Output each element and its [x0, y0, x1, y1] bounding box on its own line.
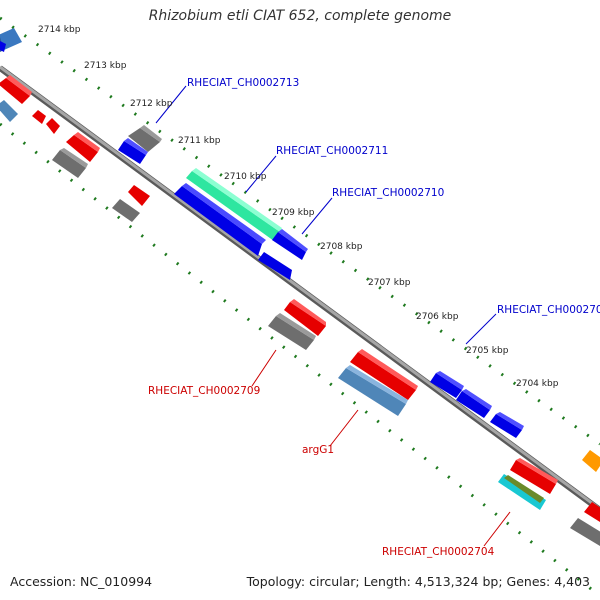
gene-feature-grey[interactable]	[112, 199, 140, 222]
accession-text: Accession: NC_010994	[10, 574, 153, 589]
kbp-tick-label: 2707 kbp	[368, 278, 411, 288]
tick-track-outer	[0, 16, 600, 446]
kbp-tick-label: 2714 kbp	[38, 25, 81, 35]
gene-feature-steel[interactable]	[0, 100, 18, 122]
kbp-tick-label: 2709 kbp	[272, 208, 315, 218]
gene-feature-orange[interactable]	[582, 450, 600, 472]
gene-name-labels: RHECIAT_CH0002713 RHECIAT_CH0002711 RHEC…	[148, 77, 600, 558]
gene-label[interactable]: RHECIAT_CH0002709	[148, 385, 260, 397]
gene-label[interactable]: RHECIAT_CH0002713	[187, 77, 299, 89]
gene-feature-cyan[interactable]	[498, 474, 546, 510]
gene-feature-steel[interactable]	[338, 365, 408, 416]
gene-feature-red[interactable]	[510, 458, 558, 494]
reverse-strand-features	[0, 75, 600, 546]
gene-feature-grey[interactable]	[268, 313, 316, 350]
gene-feature-red[interactable]	[32, 110, 46, 124]
gene-feature-grey[interactable]	[52, 148, 88, 178]
tick-track-inner	[0, 122, 600, 598]
gene-label[interactable]: argG1	[302, 444, 334, 456]
gene-feature-blue[interactable]	[490, 412, 524, 438]
gene-feature-red[interactable]	[128, 185, 150, 206]
gene-feature-green[interactable]	[186, 168, 282, 241]
gene-feature-red[interactable]	[284, 299, 326, 336]
genome-info-text: Topology: circular; Length: 4,513,324 bp…	[246, 574, 590, 589]
gene-feature-blue[interactable]	[0, 40, 6, 52]
kbp-tick-label: 2704 kbp	[516, 379, 559, 389]
kbp-tick-label: 2711 kbp	[178, 136, 221, 146]
gene-feature-red[interactable]	[46, 118, 60, 134]
kbp-tick-label: 2712 kbp	[130, 99, 173, 109]
kbp-tick-labels: 2714 kbp 2713 kbp 2712 kbp 2711 kbp 2710…	[38, 25, 559, 389]
gene-feature-blue[interactable]	[174, 183, 266, 256]
gene-feature-blue[interactable]	[430, 371, 464, 398]
gene-label[interactable]: RHECIAT_CH0002707	[497, 304, 600, 316]
map-title: Rhizobium etli CIAT 652, complete genome	[148, 8, 452, 24]
gene-feature-grey[interactable]	[570, 518, 600, 546]
genome-backbone	[0, 65, 600, 513]
kbp-tick-label: 2713 kbp	[84, 61, 127, 71]
gene-feature-blue[interactable]	[272, 229, 308, 260]
gene-feature-grey[interactable]	[128, 125, 162, 152]
gene-feature-red[interactable]	[0, 75, 32, 104]
label-leader-lines	[155, 85, 511, 547]
gene-feature-red[interactable]	[584, 502, 600, 522]
forward-strand-features	[0, 28, 600, 472]
gene-feature-red[interactable]	[350, 349, 418, 400]
gene-feature-blue[interactable]	[258, 252, 292, 280]
gene-label[interactable]: RHECIAT_CH0002704	[382, 546, 495, 558]
kbp-tick-label: 2705 kbp	[466, 346, 509, 356]
kbp-tick-label: 2706 kbp	[416, 312, 459, 322]
gene-label[interactable]: RHECIAT_CH0002710	[332, 187, 444, 199]
gene-label[interactable]: RHECIAT_CH0002711	[276, 145, 388, 157]
gene-feature-blue[interactable]	[118, 138, 148, 164]
kbp-tick-label: 2708 kbp	[320, 242, 363, 252]
kbp-tick-label: 2710 kbp	[224, 172, 267, 182]
gene-feature-red[interactable]	[66, 132, 100, 162]
gene-feature-blue[interactable]	[456, 389, 492, 418]
